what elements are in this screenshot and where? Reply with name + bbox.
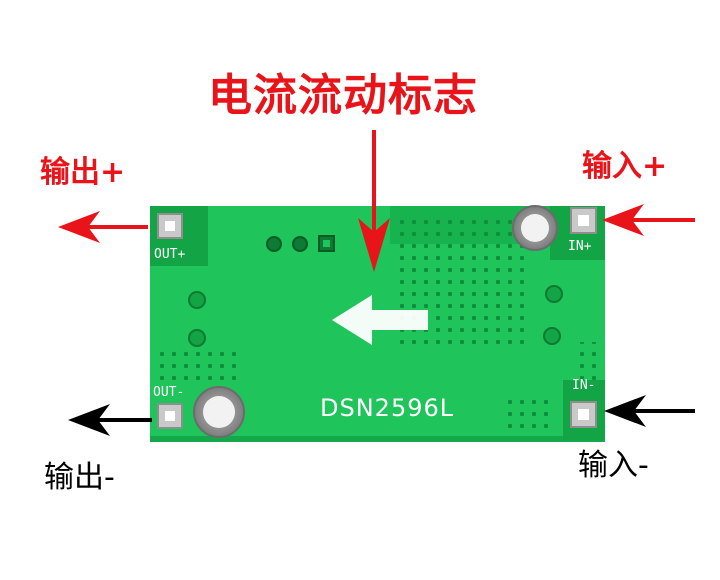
arrow-down-icon xyxy=(358,218,390,272)
via-hole-6 xyxy=(543,327,561,345)
via-hole-square-inner xyxy=(323,240,330,247)
arrow-in-plus-icon xyxy=(602,204,644,236)
silkscreen-arrow-icon xyxy=(332,295,428,345)
via-grid-left xyxy=(160,344,244,384)
arrow-out-minus-icon xyxy=(68,404,110,436)
via-hole-4 xyxy=(188,329,206,347)
pad-out-plus-hole xyxy=(165,221,175,231)
arrow-in-minus-icon xyxy=(604,395,646,427)
pcb-edge-shadow xyxy=(150,436,605,442)
via-hole-2 xyxy=(292,236,308,252)
label-input-positive: 输入+ xyxy=(582,149,668,184)
label-input-negative: 输入- xyxy=(578,448,649,483)
label-output-positive: 输出+ xyxy=(40,155,126,190)
silk-pin-in-negative: IN- xyxy=(572,378,596,393)
pad-in-minus-hole xyxy=(578,409,589,420)
silk-pin-in-positive: IN+ xyxy=(568,239,592,254)
silk-pin-out-negative: OUT- xyxy=(153,385,185,400)
pad-out-minus-hole xyxy=(165,411,175,421)
label-output-negative: 输出- xyxy=(44,460,115,495)
via-grid-right xyxy=(572,342,602,382)
via-grid-bottom-right xyxy=(506,392,556,432)
current-flow-title: 电流流动标志 xyxy=(208,70,478,121)
pad-in-plus-hole xyxy=(578,215,589,226)
via-hole-3 xyxy=(188,291,206,309)
via-grid-main xyxy=(392,212,532,352)
arrow-out-plus-icon xyxy=(58,211,100,243)
via-hole-1 xyxy=(266,236,282,252)
silk-pin-out-positive: OUT+ xyxy=(154,247,186,262)
mounting-hole-bottom-left-inner xyxy=(203,396,235,428)
board-model-label: DSN2596L xyxy=(320,394,455,422)
mounting-hole-top-right-inner xyxy=(521,214,549,242)
via-hole-5 xyxy=(545,285,563,303)
